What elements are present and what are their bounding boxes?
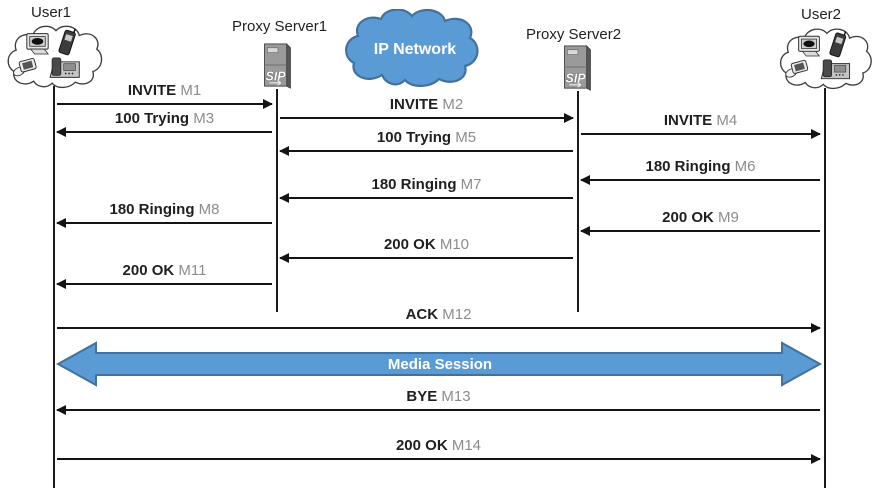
message-label-m11: 200 OK M11 [57,262,272,279]
message-arrow-m7 [279,193,573,203]
message-id: M5 [455,129,477,146]
message-label-m12: ACK M12 [57,306,820,323]
message-id: M3 [193,110,215,127]
user-devices-cloud-icon [779,28,872,90]
actor-label-proxy-server2: Proxy Server2 [526,26,622,43]
mobile-phone-icon [829,31,847,58]
message-arrow-m2 [280,113,574,123]
message-id: M4 [716,112,738,129]
media-session-label: Media Session [388,356,492,373]
message-name: 200 OK [662,209,714,226]
message-arrow-m14 [57,454,821,464]
desk-phone-icon [49,57,80,78]
message-label-m3: 100 Trying M3 [57,110,272,127]
message-id: M10 [439,236,470,253]
message-id: M13 [441,388,471,405]
message-id: M14 [451,437,482,454]
message-arrow-m6 [580,175,820,185]
message-name: 200 OK [395,437,448,454]
message-arrow-m5 [279,146,573,156]
message-name: ACK [405,306,439,323]
message-name: INVITE [127,82,177,99]
message-arrow-m9 [580,226,820,236]
message-name: INVITE [663,112,713,129]
message-id: M6 [734,158,756,175]
message-name: 180 Ringing [645,158,731,175]
message-label-m10: 200 OK M10 [280,236,573,253]
message-name: 180 Ringing [371,176,457,193]
pda-icon [13,57,37,77]
message-arrow-m10 [279,253,573,263]
message-name: 100 Trying [114,110,190,127]
message-label-m9: 200 OK M9 [581,209,820,226]
message-id: M11 [178,262,207,279]
message-id: M1 [180,82,202,99]
message-label-m2: INVITE M2 [280,96,573,113]
message-name: 200 OK [383,236,436,253]
message-label-m13: BYE M13 [57,388,820,405]
message-id: M8 [198,201,220,218]
message-id: M12 [442,306,472,323]
message-label-m5: 100 Trying M5 [280,129,573,146]
actor-label-user1: User1 [31,4,72,21]
lifeline-proxy-server1 [276,89,278,312]
message-label-m7: 180 Ringing M7 [280,176,573,193]
mobile-phone-icon [58,28,76,56]
message-arrow-m3 [56,127,272,137]
message-arrow-m4 [581,129,821,139]
lifeline-proxy-server2 [577,91,579,312]
message-name: 180 Ringing [109,201,195,218]
message-id: M9 [718,209,739,226]
message-name: 100 Trying [376,129,452,146]
message-arrow-m8 [56,218,272,228]
network-cloud-label: IP Network [374,41,457,58]
sip-logo-text: SIP [266,69,287,83]
message-label-m8: 180 Ringing M8 [57,201,272,218]
message-label-m14: 200 OK M14 [57,437,820,454]
lifeline-user2 [824,88,826,488]
message-label-m1: INVITE M1 [57,82,272,99]
user-devices-cloud-icon [7,25,103,89]
message-arrow-m1 [57,99,273,109]
message-name: BYE [406,388,438,405]
message-name: 200 OK [122,262,175,279]
sip-server-icon: SIP [264,42,291,89]
message-id: M2 [442,96,464,113]
desk-phone-icon [820,59,851,80]
network-cloud-icon: IP Network [345,9,479,87]
lifeline-user1 [53,86,55,488]
message-label-m6: 180 Ringing M6 [581,158,820,175]
message-id: M7 [460,176,482,193]
sip-logo-text: SIP [566,71,587,85]
pda-icon [785,59,809,78]
sip-server-icon: SIP [564,44,591,91]
message-arrow-m12 [57,323,821,333]
message-label-m4: INVITE M4 [581,112,820,129]
media-session-arrow: Media Session [55,341,823,387]
message-arrow-m11 [56,279,272,289]
actor-label-user2: User2 [801,6,842,23]
message-name: INVITE [389,96,439,113]
desktop-computer-icon [798,35,821,57]
message-arrow-m13 [56,405,820,415]
actor-label-proxy-server1: Proxy Server1 [232,18,328,35]
desktop-computer-icon [26,33,50,55]
